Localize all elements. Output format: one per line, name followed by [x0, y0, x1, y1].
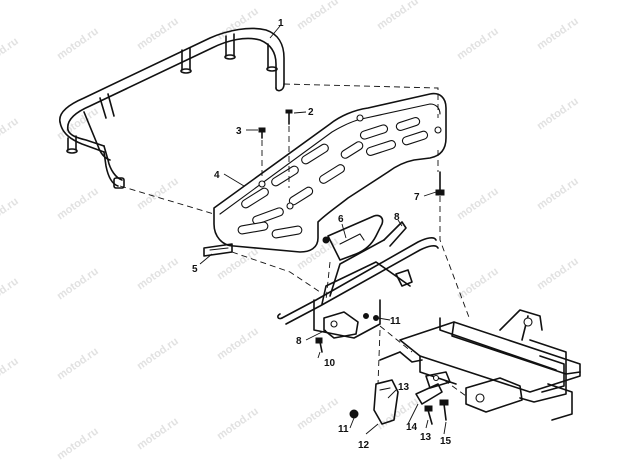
bolt-7: [435, 171, 445, 196]
watermark-text: motod.ru: [55, 425, 101, 462]
watermark-text: motod.ru: [135, 255, 181, 292]
watermark-text: motod.ru: [55, 25, 101, 62]
callout-11-lower: 11: [338, 424, 349, 435]
support-frame-part: [277, 221, 439, 339]
watermark-text: motod.ru: [215, 325, 261, 362]
cargo-platform-part: [213, 92, 447, 253]
callout-14: 14: [406, 422, 418, 433]
nut-11: [363, 313, 379, 321]
watermark-text: motod.ru: [0, 35, 21, 72]
callout-8-lower: 8: [296, 336, 302, 347]
callout-12: 12: [358, 440, 370, 451]
watermark-text: motod.ru: [55, 185, 101, 222]
watermark-text: motod.ru: [215, 245, 261, 282]
watermark-text: motod.ru: [0, 195, 21, 232]
watermark-text: motod.ru: [215, 5, 261, 42]
callout-1: 1: [278, 18, 284, 29]
callout-labels: 1 2 3 4 5 6 7 8 8 10 11 11 12 13 13 14 1…: [192, 18, 452, 451]
watermark-text: motod.ru: [295, 395, 341, 432]
callout-13-lower: 13: [420, 432, 432, 443]
vehicle-frame: [379, 309, 581, 421]
callout-6: 6: [338, 214, 344, 225]
rack-rail-part: [59, 27, 285, 189]
watermark-text: motod.ru: [135, 15, 181, 52]
watermark-text: motod.ru: [535, 15, 581, 52]
watermark-text: motod.ru: [0, 275, 21, 312]
watermark-text: motod.ru: [455, 185, 501, 222]
watermark-text: motod.ru: [0, 355, 21, 392]
mount-block-part: [323, 311, 359, 339]
callout-4: 4: [214, 170, 220, 181]
callout-2: 2: [308, 107, 314, 118]
watermark-text: motod.ru: [455, 25, 501, 62]
watermark-text: motod.ru: [535, 175, 581, 212]
watermark-text: motod.ru: [55, 265, 101, 302]
callout-13-upper: 13: [398, 382, 410, 393]
callout-11-upper: 11: [390, 316, 401, 327]
callout-5: 5: [192, 264, 198, 275]
watermark-text: motod.ru: [535, 95, 581, 132]
bolt-2: [285, 109, 293, 125]
bolt-3: [258, 127, 266, 139]
callout-8-upper: 8: [394, 212, 400, 223]
watermark-text: motod.ru: [135, 175, 181, 212]
watermark-text: motod.ru: [535, 255, 581, 292]
watermark-text: motod.ru: [55, 345, 101, 382]
callout-15: 15: [440, 436, 452, 447]
bolt-10: [315, 337, 323, 353]
mounting-bracket-part: [322, 214, 384, 261]
watermark-text: motod.ru: [375, 0, 421, 32]
watermark-text: motod.ru: [295, 0, 341, 32]
callout-3: 3: [236, 126, 242, 137]
callout-10: 10: [324, 358, 336, 369]
leader-lines: [199, 25, 447, 435]
watermark-text: motod.ru: [215, 405, 261, 442]
watermark-text: motod.ru: [135, 335, 181, 372]
callout-7: 7: [414, 192, 420, 203]
alignment-lines: [119, 83, 471, 397]
watermark-text: motod.ru: [135, 415, 181, 452]
watermark-text: motod.ru: [0, 115, 21, 152]
